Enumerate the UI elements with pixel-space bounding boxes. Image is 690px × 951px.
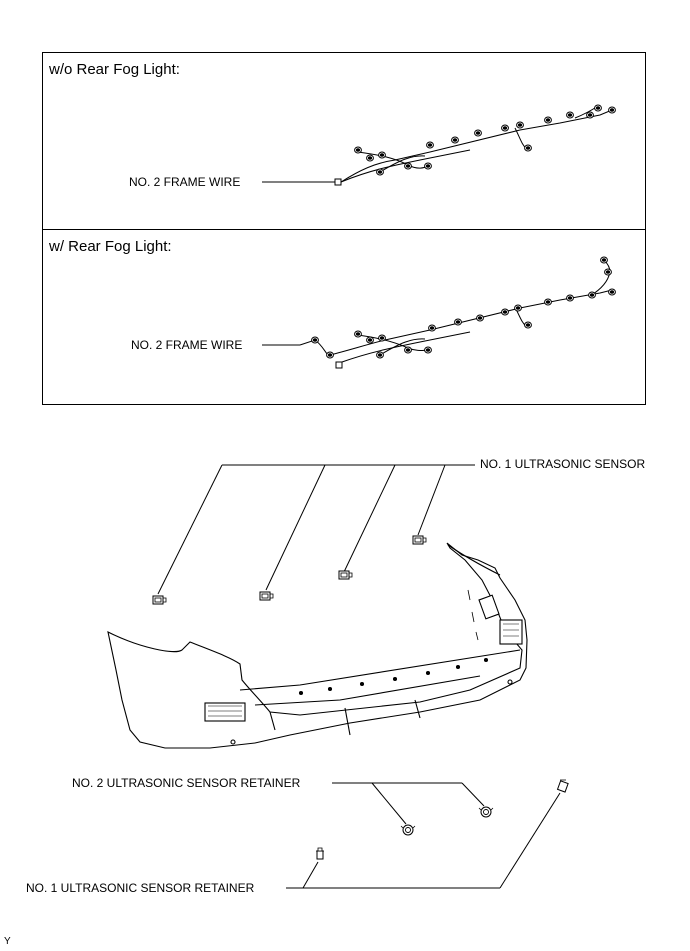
ultrasonic-sensor-2 bbox=[259, 591, 274, 601]
no1-retainer-2 bbox=[556, 779, 569, 793]
panel-title-without-fog: w/o Rear Fog Light: bbox=[49, 61, 180, 78]
ultrasonic-sensors bbox=[152, 464, 475, 605]
sensor-retainers bbox=[286, 779, 569, 889]
no2-retainer-1 bbox=[400, 824, 416, 836]
frame-wire-connector-1 bbox=[334, 178, 342, 186]
frame-wire-harness-1 bbox=[262, 104, 616, 186]
panel-title-with-fog: w/ Rear Fog Light: bbox=[49, 238, 172, 255]
frame-wire-label-2: NO. 2 FRAME WIRE bbox=[131, 338, 243, 352]
rear-bumper-cover bbox=[107, 542, 528, 749]
frame-wire-harness-2 bbox=[262, 256, 616, 369]
ultrasonic-sensor-4 bbox=[412, 535, 427, 545]
sensor-retainer-1-label: NO. 1 ULTRASONIC SENSOR RETAINER bbox=[26, 881, 255, 895]
ultrasonic-sensor-1 bbox=[152, 595, 167, 605]
corner-mark: Y bbox=[4, 936, 11, 947]
frame-wire-label-1: NO. 2 FRAME WIRE bbox=[129, 175, 241, 189]
no2-retainer-2 bbox=[478, 806, 494, 818]
rear-reflector-left bbox=[204, 702, 246, 722]
frame-wire-connector-2 bbox=[335, 361, 343, 369]
sensor-retainer-2-label: NO. 2 ULTRASONIC SENSOR RETAINER bbox=[72, 776, 301, 790]
ultrasonic-sensor-3 bbox=[338, 570, 353, 580]
rear-reflector-right bbox=[499, 619, 523, 645]
no1-retainer-1 bbox=[316, 847, 324, 860]
ultrasonic-sensor-label: NO. 1 ULTRASONIC SENSOR bbox=[480, 457, 646, 471]
panel-with-rear-fog-light: w/ Rear Fog Light: NO. 2 FRAME WIRE bbox=[42, 229, 646, 405]
